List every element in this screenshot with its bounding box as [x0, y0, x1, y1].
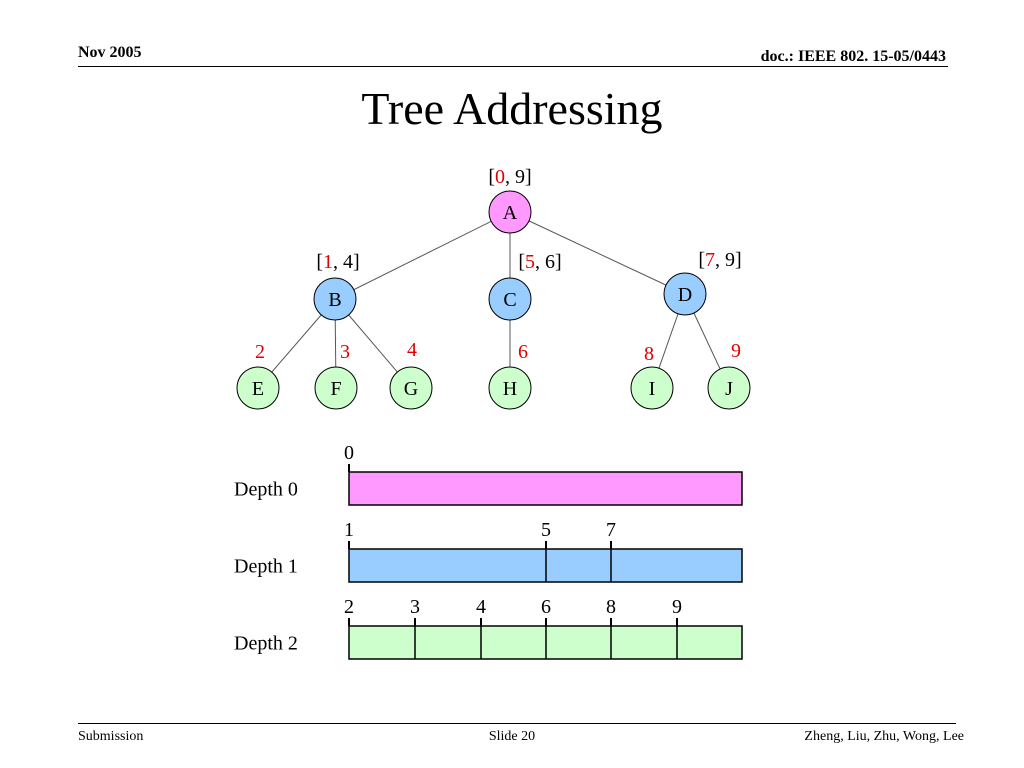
leaf-address-g: 4: [407, 339, 417, 361]
node-label: A: [503, 202, 518, 224]
node-label: J: [725, 378, 733, 400]
depth-bar-tick-label: 4: [476, 596, 486, 618]
leaf-address-i: 8: [644, 343, 654, 365]
edge-a-b: [334, 211, 511, 300]
node-circle: [314, 366, 358, 410]
leaf-address-j: 9: [731, 340, 741, 362]
leaf-address-f: 3: [340, 341, 350, 363]
node-label: I: [649, 378, 656, 400]
depth-label: Depth 1: [234, 556, 298, 578]
node-circle: [313, 277, 357, 321]
node-circle: [389, 366, 433, 410]
node-i: I: [630, 366, 674, 410]
depth-bar-1: Depth 1 1 5 7: [234, 519, 743, 583]
depth-bar-tick-label: 0: [344, 442, 354, 464]
slide-title: Tree Addressing: [361, 83, 663, 134]
range-label-d: [7, 9]: [698, 249, 741, 271]
depth-bar-tick-label: 7: [606, 519, 616, 541]
tree-address-labels: [0, 9] [1, 4] [5, 6] [7, 9] 2 3 4 6 8 9: [255, 166, 742, 365]
depth-bar-rect: [348, 471, 743, 506]
depth-bar-tick-label: 9: [672, 596, 682, 618]
footer-slide-number: Slide 20: [488, 729, 536, 744]
footer-divider: [78, 723, 956, 724]
leaf-address-h: 6: [518, 341, 528, 363]
node-g: G: [389, 366, 433, 410]
header-divider: [78, 66, 948, 67]
header-date: Nov 2005: [78, 44, 142, 61]
node-circle: [488, 190, 532, 234]
node-label: D: [678, 284, 692, 306]
node-h: H: [488, 366, 532, 410]
depth-bar-2: Depth 2 2 3 4 6 8 9: [234, 596, 743, 660]
node-circle: [663, 272, 707, 316]
header-doc-id: doc.: IEEE 802. 15-05/0443: [760, 48, 946, 65]
node-circle: [488, 366, 532, 410]
tree-nodes: A B C D E F G H I J: [236, 190, 751, 410]
depth-bar-0: Depth 0 0: [234, 442, 743, 506]
depth-label: Depth 0: [234, 479, 298, 501]
depth-bar-tick-label: 5: [541, 519, 551, 541]
edge-a-d: [509, 211, 686, 295]
range-label-a: [0, 9]: [488, 166, 531, 188]
leaf-address-e: 2: [255, 341, 265, 363]
node-f: F: [314, 366, 358, 410]
node-label: F: [330, 378, 341, 400]
node-label: G: [404, 378, 418, 400]
depth-label: Depth 2: [234, 633, 298, 655]
node-d: D: [663, 272, 707, 316]
node-circle: [236, 366, 280, 410]
node-label: E: [252, 378, 264, 400]
node-e: E: [236, 366, 280, 410]
node-circle: [707, 366, 751, 410]
node-j: J: [707, 366, 751, 410]
node-b: B: [313, 277, 357, 321]
depth-bar-tick-label: 2: [344, 596, 354, 618]
node-circle: [488, 277, 532, 321]
range-label-b: [1, 4]: [316, 251, 359, 273]
depth-bar-tick-label: 3: [410, 596, 420, 618]
node-circle: [630, 366, 674, 410]
depth-bar-tick-label: 1: [344, 519, 354, 541]
depth-bar-tick-label: 8: [606, 596, 616, 618]
node-label: H: [503, 378, 517, 400]
node-label: C: [503, 289, 516, 311]
footer-authors: Zheng, Liu, Zhu, Wong, Lee: [804, 729, 964, 744]
footer-submission: Submission: [78, 729, 144, 744]
node-a: A: [488, 190, 532, 234]
range-label-c: [5, 6]: [518, 251, 561, 273]
depth-bar-tick-label: 6: [541, 596, 551, 618]
node-c: C: [488, 277, 532, 321]
node-label: B: [328, 289, 341, 311]
